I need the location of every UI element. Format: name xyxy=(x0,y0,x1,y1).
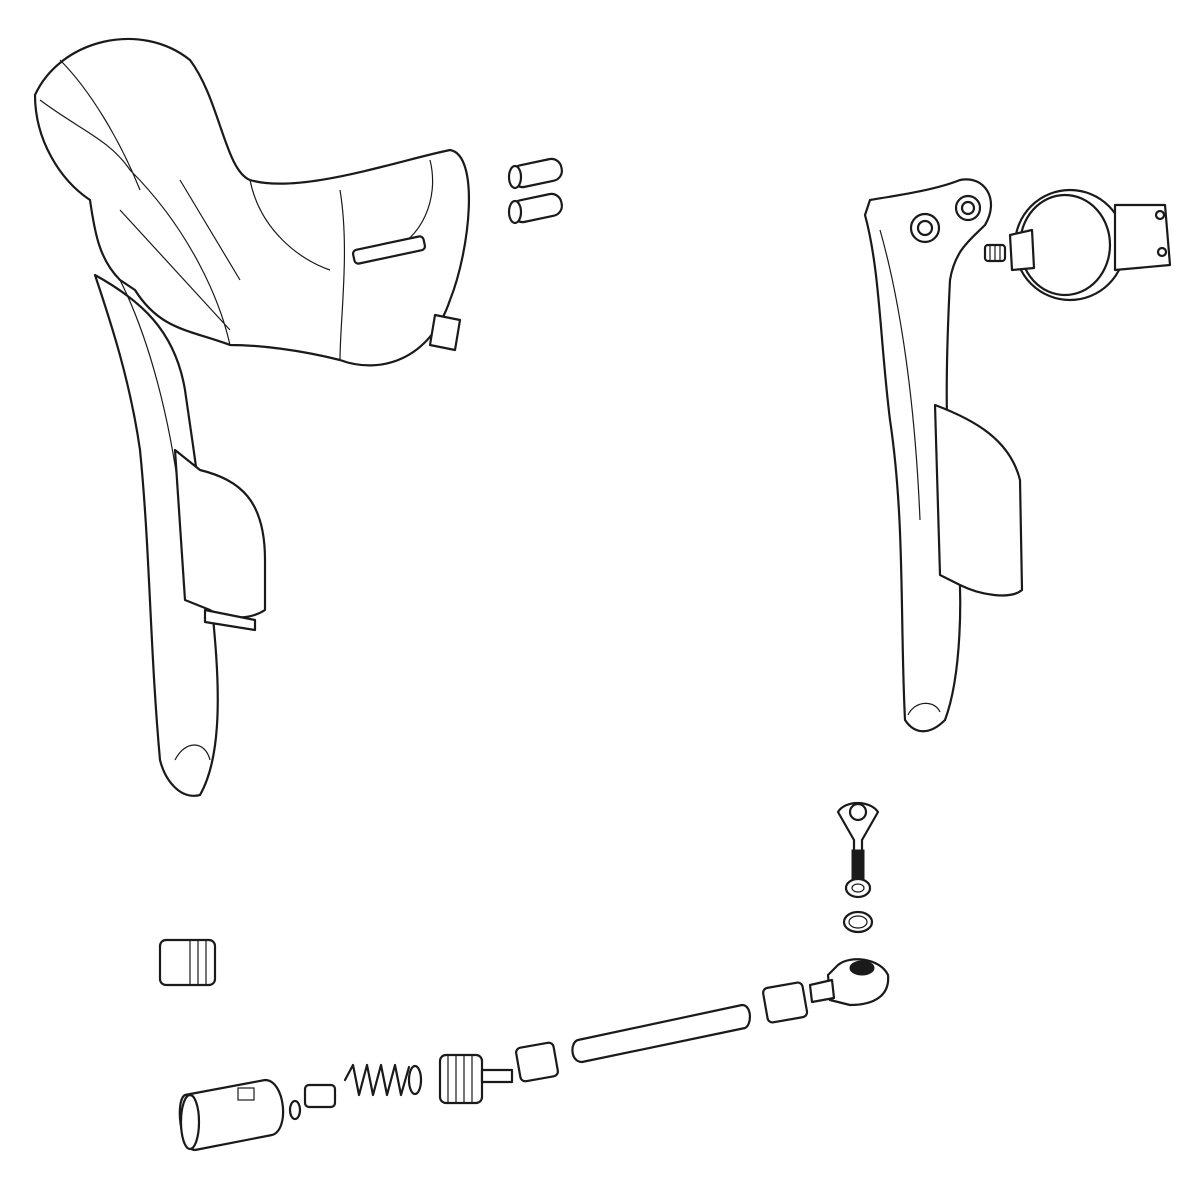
clamp-band-icon xyxy=(1008,188,1172,302)
clamp-bolt-icon xyxy=(983,243,1007,263)
o-ring-icon xyxy=(842,910,874,934)
banjo-fitting-icon xyxy=(808,958,890,1007)
compression-nut-icon xyxy=(515,1041,559,1083)
lever-pin-pair-icon xyxy=(507,157,563,225)
pivot-bolt-icon xyxy=(836,801,880,882)
washer-icon xyxy=(844,877,872,899)
master-cylinder-sleeve-icon xyxy=(178,1078,285,1152)
piston-icon xyxy=(288,1083,337,1121)
hose-barb-insert-icon xyxy=(762,981,809,1024)
hose-icon xyxy=(571,1003,751,1064)
shifter-hood-body-icon xyxy=(33,37,470,797)
threaded-fitting-icon xyxy=(158,938,514,1105)
brake-lever-blade-icon xyxy=(863,178,1024,733)
o-ring-icon xyxy=(407,1064,423,1096)
spring-icon xyxy=(343,1063,411,1097)
